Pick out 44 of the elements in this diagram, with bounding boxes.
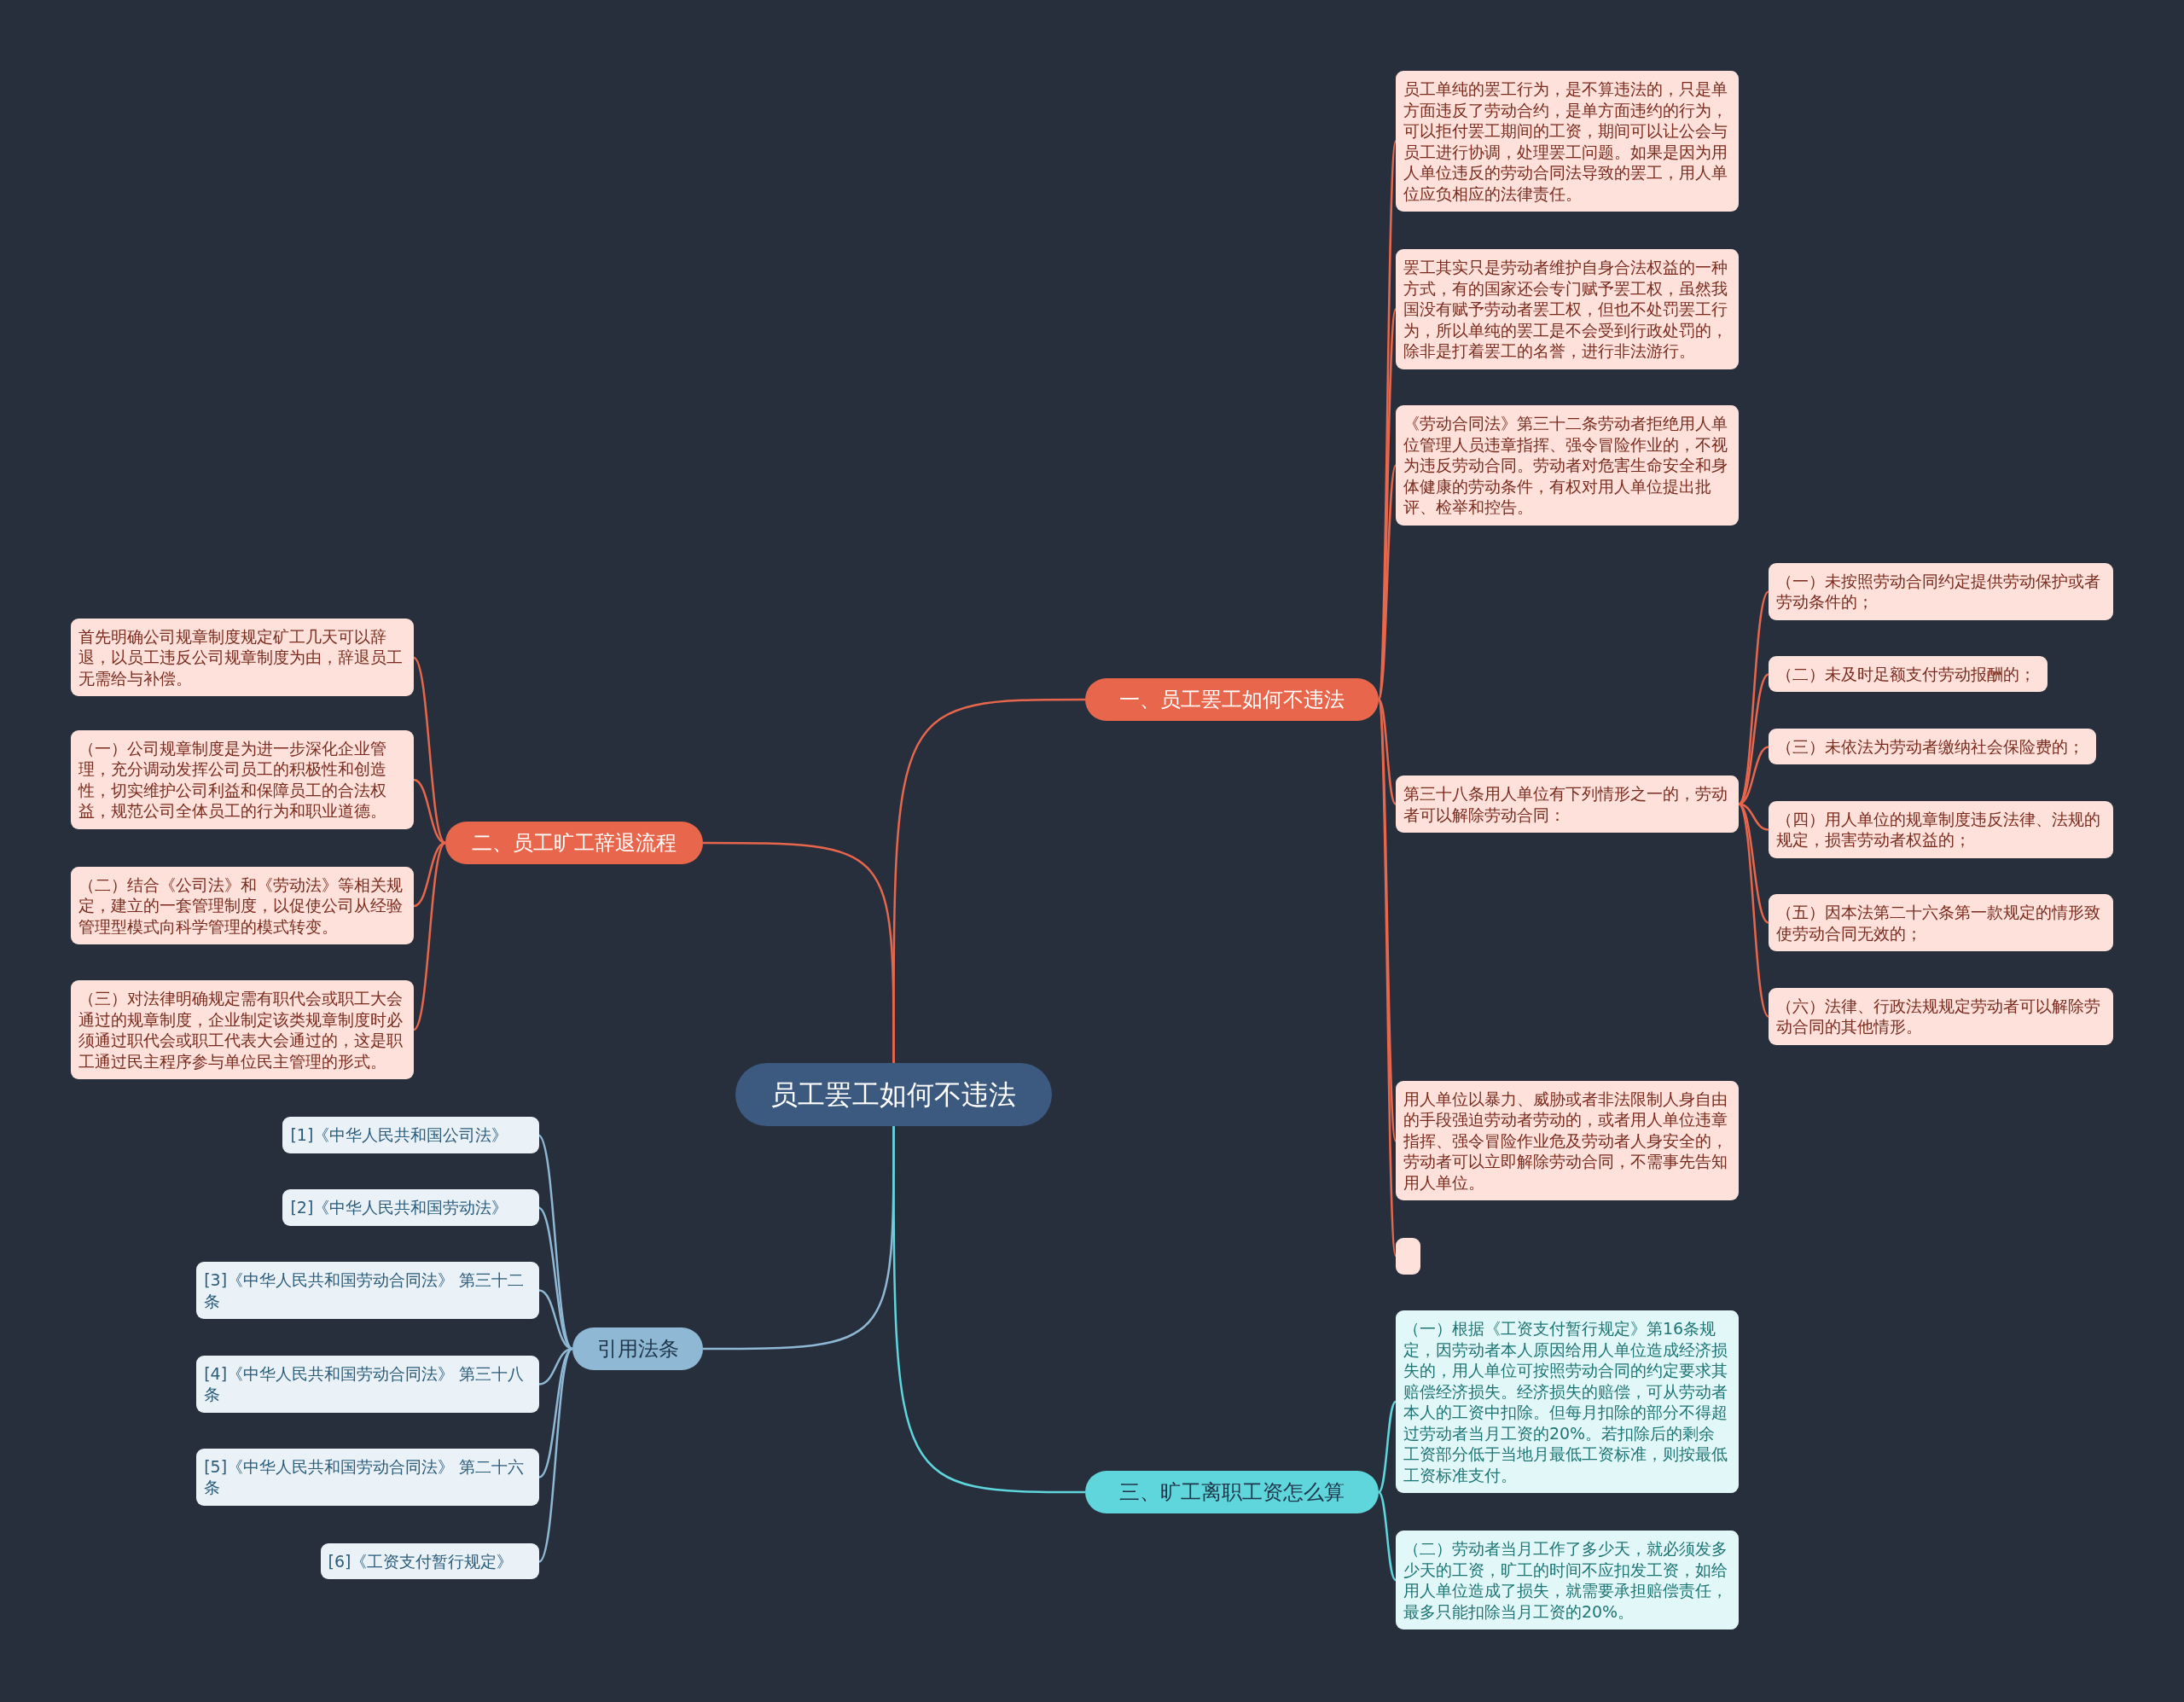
note-box: （一）公司规章制度是为进一步深化企业管理，充分调动发挥公司员工的积极性和创造性，切实维护公司利益和保障员工的合法权益，规范公司全体员工的行为和职业道德。 xyxy=(71,729,414,829)
note-box: （二）未及时足额支付劳动报酬的； xyxy=(1769,655,2048,693)
note-box: 罢工其实只是劳动者维护自身合法权益的一种方式，有的国家还会专门赋予罢工权，虽然我国没有赋予劳动者罢工权，但也不处罚罢工行为，所以单纯的罢工是不会受到行政处罚的，除非是打着罢工的名誉，进行非法游行。 xyxy=(1395,249,1739,369)
note-box: 员工单纯的罢工行为，是不算违法的，只是单方面违反了劳动合约，是单方面违约的行为，可以拒付罢工期间的工资，期间可以让公会与员工进行协调，处理罢工问题。如果是因为用人单位违反的劳动合同法导致的罢工，用人单位应负相应的法律责任。 xyxy=(1395,71,1739,212)
connector-line xyxy=(1738,803,1769,924)
connector-line xyxy=(1738,673,1769,805)
connector-line xyxy=(1738,746,1769,805)
note-box: 首先明确公司规章制度规定矿工几天可以辞退，以员工违反公司规章制度为由，辞退员工无需给与补偿。 xyxy=(71,618,414,697)
citation-box: [3]《中华人民共和国劳动合同法》 第三十二条 xyxy=(196,1262,539,1320)
connector-line xyxy=(1378,1401,1397,1493)
note-box: （四）用人单位的规章制度违反法律、法规的规定，损害劳动者权益的； xyxy=(1769,800,2113,858)
branch-topic: 一、员工罢工如何不违法 xyxy=(1084,678,1380,722)
connector-line xyxy=(703,841,895,1063)
connector-line xyxy=(1738,803,1769,1018)
branch-topic: 三、旷工离职工资怎么算 xyxy=(1084,1471,1380,1514)
branch-topic: 引用法条 xyxy=(572,1327,704,1370)
connector-line xyxy=(1378,1491,1397,1581)
note-box: （六）法律、行政法规规定劳动者可以解除劳动合同的其他情形。 xyxy=(1769,987,2113,1045)
citation-box: [1]《中华人民共和国公司法》 xyxy=(282,1117,539,1153)
empty-box xyxy=(1395,1238,1421,1275)
note-box: 第三十八条用人单位有下列情形之一的，劳动者可以解除劳动合同： xyxy=(1395,775,1739,834)
connector-line xyxy=(413,842,446,1031)
note-box: （三）未依法为劳动者缴纳社会保险费的； xyxy=(1769,728,2097,765)
connector-line xyxy=(1378,699,1397,805)
connector-line xyxy=(413,657,446,844)
note-box: （一）未按照劳动合同约定提供劳动保护或者劳动条件的； xyxy=(1769,562,2113,620)
central-topic: 员工罢工如何不违法 xyxy=(735,1062,1052,1126)
connector-line xyxy=(413,778,446,845)
note-box: （三）对法律明确规定需有职代会或职工大会通过的规章制度，企业制定该类规章制度时必须通过职代会或职工代表大会通过的，这是职工通过民主程序参与单位民主管理的形式。 xyxy=(71,980,414,1080)
citation-box: [2]《中华人民共和国劳动法》 xyxy=(282,1189,539,1226)
connector-line xyxy=(413,841,446,908)
connector-line xyxy=(538,1348,573,1563)
note-box: （二）劳动者当月工作了多少天，就必须发多少天的工资，旷工的时间不应扣发工资，如给用人单位造成了损失，就需要承担赔偿责任，最多只能扣除当月工资的20%。 xyxy=(1395,1531,1739,1630)
branch-topic: 二、员工旷工辞退流程 xyxy=(445,822,704,865)
connector-line xyxy=(892,1126,1085,1494)
note-box: （一）根据《工资支付暂行规定》第16条规定，因劳动者本人原因给用人单位造成经济损失的，用人单位可按照劳动合同的约定要求其赔偿经济损失。经济损失的赔偿，可从劳动者本人的工资中扣除。但每月扣除的部分不得超过劳动者当月工资的20%。若扣除后的剩余工资部分低于当地月最低工资标准，则按最低工资标准支付。 xyxy=(1395,1310,1739,1494)
citation-box: [5]《中华人民共和国劳动合同法》 第二十六条 xyxy=(196,1448,539,1506)
note-box: （五）因本法第二十六条第一款规定的情形致使劳动合同无效的； xyxy=(1769,894,2113,952)
citation-box: [4]《中华人民共和国劳动合同法》 第三十八条 xyxy=(196,1355,539,1413)
citation-box: [6]《工资支付暂行规定》 xyxy=(320,1542,539,1580)
note-box: 《劳动合同法》第三十二条劳动者拒绝用人单位管理人员违章指挥、强令冒险作业的，不视为违反劳动合同。劳动者对危害生命安全和身体健康的劳动条件，有权对用人单位提出批评、检举和控告。 xyxy=(1395,405,1739,526)
connector-line xyxy=(1738,590,1769,805)
note-box: 用人单位以暴力、威胁或者非法限制人身自由的手段强迫劳动者劳动的，或者用人单位违章指挥、强令冒险作业危及劳动者人身安全的，劳动者可以立即解除劳动合同，不需事先告知用人单位。 xyxy=(1395,1080,1739,1201)
note-box: （二）结合《公司法》和《劳动法》等相关规定，建立的一套管理制度，以促使公司从经验管理型模式向科学管理的模式转变。 xyxy=(71,866,414,944)
